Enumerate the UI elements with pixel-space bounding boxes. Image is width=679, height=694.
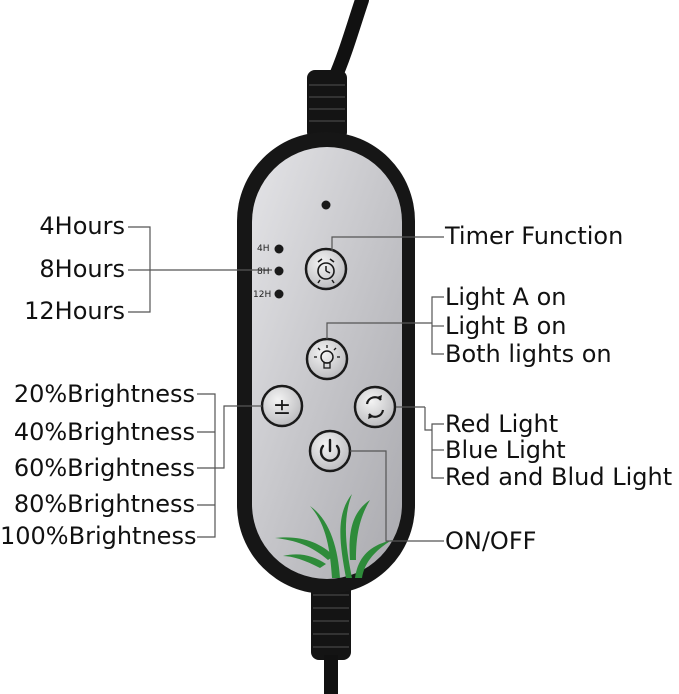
indicator-label-12h: 12H bbox=[253, 290, 272, 300]
power-button bbox=[308, 429, 352, 473]
timer-label-12h: 12Hours bbox=[24, 297, 125, 325]
indicator-label-4h: 4H bbox=[257, 244, 270, 254]
brightness-label-60: 60%Brightness bbox=[13, 454, 195, 482]
timer-function-label: Timer Function bbox=[445, 222, 624, 250]
leader-lines bbox=[128, 226, 444, 542]
brightness-label-80: 80%Brightness bbox=[13, 490, 195, 518]
svg-text:±: ± bbox=[273, 395, 291, 420]
status-led bbox=[321, 200, 331, 210]
power-label: ON/OFF bbox=[445, 527, 537, 555]
top-cable bbox=[327, 0, 369, 87]
timer-label-4h: 4Hours bbox=[39, 212, 125, 240]
indicator-label-8h: 8H bbox=[257, 267, 270, 277]
light-mode-label-b: Light B on bbox=[445, 312, 567, 340]
timer-led-12h bbox=[274, 289, 284, 299]
light-mode-button bbox=[305, 337, 349, 381]
brightness-label-100: 100%Brightness bbox=[0, 522, 197, 550]
brightness-label-20: 20%Brightness bbox=[13, 380, 195, 408]
bottom-cable bbox=[324, 655, 338, 694]
color-label-red: Red Light bbox=[445, 410, 559, 438]
bottom-strain-relief bbox=[311, 575, 351, 660]
brightness-button: ± bbox=[260, 384, 304, 428]
brightness-label-40: 40%Brightness bbox=[13, 418, 195, 446]
timer-led-8h bbox=[274, 266, 284, 276]
timer-button bbox=[304, 247, 348, 291]
top-strain-relief bbox=[307, 70, 347, 140]
plant-logo bbox=[275, 494, 392, 578]
color-cycle-button bbox=[353, 385, 397, 429]
light-mode-label-both: Both lights on bbox=[445, 340, 612, 368]
color-label-blue: Blue Light bbox=[445, 436, 566, 464]
light-mode-label-a: Light A on bbox=[445, 283, 567, 311]
timer-led-4h bbox=[274, 244, 284, 254]
timer-label-8h: 8Hours bbox=[39, 255, 125, 283]
color-label-red-blue: Red and Blud Light bbox=[445, 463, 673, 491]
